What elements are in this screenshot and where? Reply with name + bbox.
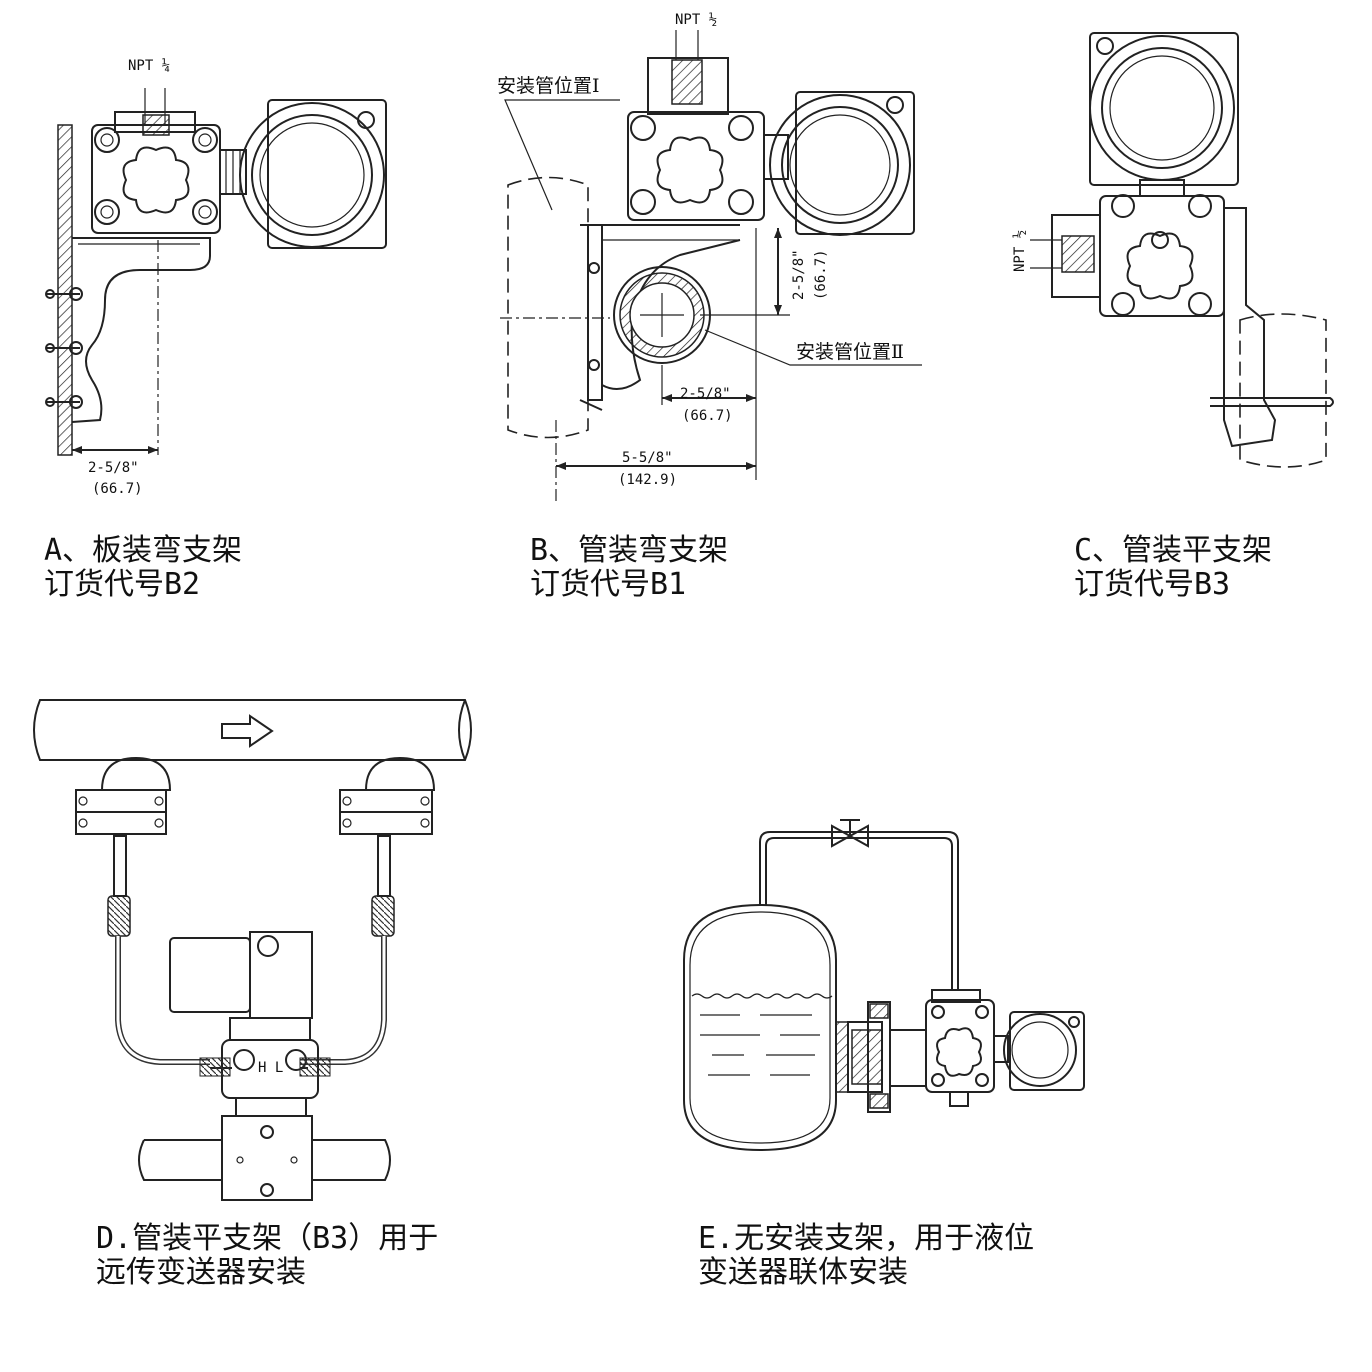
- horiz-dim-mm: (66.7): [682, 408, 733, 424]
- panel-b-drawing: NPT ½ 安装管位置Ⅰ 安装管位置Ⅱ 2-5/8" (66.7) 2-5/8"…: [497, 12, 922, 505]
- clover-window: [122, 146, 190, 214]
- vert-dim-mm: (66.7): [813, 249, 829, 300]
- pipe-position-1-label: 安装管位置Ⅰ: [497, 75, 600, 97]
- right-remote-seal: [300, 756, 436, 1065]
- caption-e-line2: 变送器联体安装: [698, 1255, 908, 1290]
- caption-d-line1: D.管装平支架（B3）用于: [96, 1221, 439, 1256]
- wall-plate: [57, 124, 73, 456]
- housing-box: [267, 99, 387, 249]
- npt-label: NPT ¼: [128, 58, 170, 74]
- wall-bolts: [45, 287, 83, 409]
- caption-b-line2: 订货代号B1: [530, 567, 687, 602]
- bent-bracket: [71, 237, 211, 423]
- mounting-pipe: [138, 1139, 391, 1181]
- housing-cover: [239, 102, 385, 248]
- housing-cover: [1089, 35, 1235, 181]
- bracket-plate: [587, 224, 603, 401]
- total-dim-inch: 5-5/8": [622, 450, 673, 466]
- remote-transmitter: H L: [169, 931, 331, 1201]
- flow-arrow-icon: [221, 714, 274, 748]
- panel-d-drawing: H L: [33, 699, 472, 1201]
- caption-b-line1: B、管装弯支架: [530, 533, 729, 568]
- liquid-tank: [683, 903, 837, 1152]
- mounting-pipe: [1239, 313, 1327, 468]
- left-remote-seal: [75, 756, 210, 1065]
- pipe-position-2-label: 安装管位置Ⅱ: [796, 341, 904, 363]
- dim-inch: 2-5/8": [88, 460, 139, 476]
- pipe-position-1: [507, 176, 589, 439]
- caption-c-line2: 订货代号B3: [1074, 567, 1231, 602]
- liquid-level: [691, 993, 833, 999]
- panel-e-drawing: [683, 819, 1085, 1152]
- flat-bracket: [1223, 207, 1277, 448]
- dim-mm: (66.7): [92, 481, 143, 497]
- caption-d-line2: 远传变送器安装: [96, 1255, 306, 1290]
- panel-c-drawing: NPT ½: [1012, 32, 1334, 468]
- caption-c-line1: C、管装平支架: [1074, 533, 1273, 568]
- horiz-dim-inch: 2-5/8": [680, 386, 731, 402]
- npt-label: NPT ½: [675, 12, 717, 28]
- panel-a-drawing: NPT ¼ 2-5/8" (66.7): [45, 58, 387, 497]
- process-pipe: [33, 699, 472, 761]
- hl-label: H L: [258, 1060, 283, 1076]
- caption-a-line2: 订货代号B2: [44, 567, 201, 602]
- valve-icon: [831, 819, 869, 848]
- caption-e-line1: E.无安装支架，用于液位: [698, 1221, 1035, 1256]
- vert-dim-inch: 2-5/8": [791, 249, 807, 300]
- caption-a-line1: A、板装弯支架: [44, 533, 243, 568]
- npt-label: NPT ½: [1012, 230, 1028, 272]
- total-dim-mm: (142.9): [618, 472, 677, 488]
